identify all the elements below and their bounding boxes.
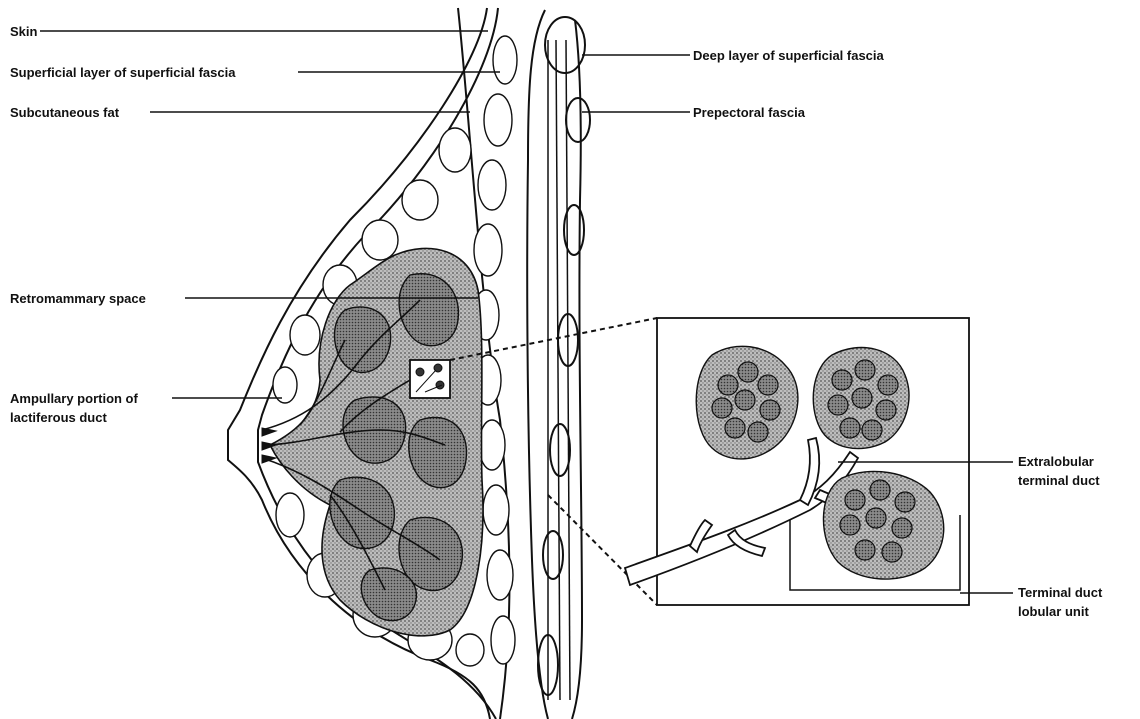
label-subcutaneous-fat: Subcutaneous fat <box>10 104 119 121</box>
label-superficial-layer: Superficial layer of superficial fascia <box>10 64 235 81</box>
label-retromammary-space: Retromammary space <box>10 290 146 307</box>
label-ampullary-line1: Ampullary portion of <box>10 390 138 407</box>
label-deep-layer: Deep layer of superficial fascia <box>693 47 884 64</box>
label-extralobular-line2: terminal duct <box>1018 472 1100 489</box>
lobule-2 <box>813 348 909 449</box>
lobule-3 <box>823 471 943 579</box>
nipple <box>262 428 276 463</box>
label-tdlu-line1: Terminal duct <box>1018 584 1102 601</box>
label-skin: Skin <box>10 23 37 40</box>
magnified-region-marker <box>410 360 450 398</box>
label-tdlu-line2: lobular unit <box>1018 603 1089 620</box>
label-extralobular-line1: Extralobular <box>1018 453 1094 470</box>
label-prepectoral-fascia: Prepectoral fascia <box>693 104 805 121</box>
label-ampullary-line2: lactiferous duct <box>10 409 107 426</box>
